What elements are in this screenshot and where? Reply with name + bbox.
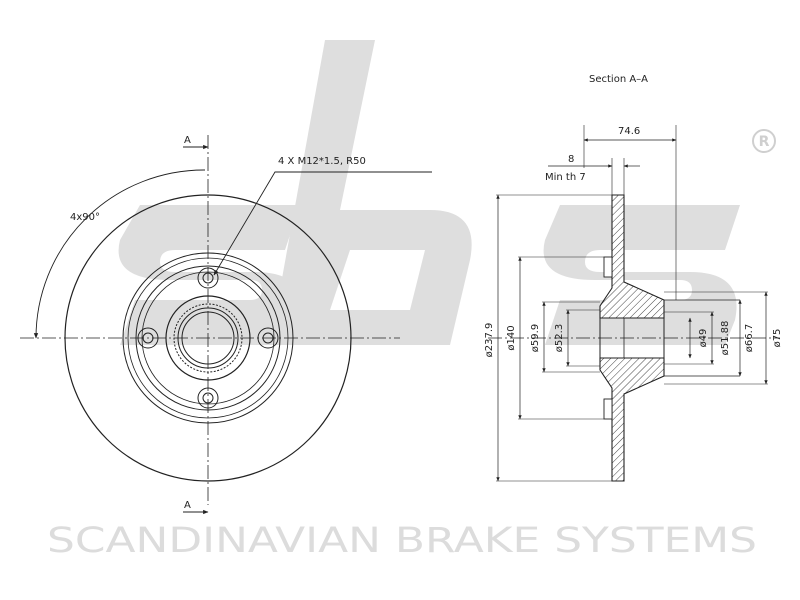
friction-ring-inner-edge [122,252,294,424]
hub-outer [165,295,251,381]
disc-outer-edge [64,194,352,482]
abs-tone-ring [173,303,243,373]
front-view [20,135,432,515]
registered-mark-text: R [759,134,770,150]
centre-bore [181,311,235,365]
dim-disc-thickness: 8 [568,154,574,165]
dim-d51-88: ø51.88 [720,321,731,356]
bolt-pattern-label: 4x90° [70,212,100,223]
dim-min-thickness: Min th 7 [545,172,586,183]
brand-tagline: SCANDINAVIAN BRAKE SYSTEMS [47,521,757,561]
section-view [488,125,780,482]
bolt-holes [137,267,279,409]
dim-d66-7: ø66.7 [744,324,755,352]
thread-note: 4 X M12*1.5, R50 [278,156,366,167]
bolt-pattern-arc [33,169,206,339]
dim-overall-height: 74.6 [618,126,640,137]
thread-note-leader [213,171,432,276]
section-title: Section A–A [589,74,648,85]
dim-d140: ø140 [506,325,517,350]
registered-trademark: R [752,129,776,153]
section-marker-bottom: A [184,500,191,511]
section-marker-top: A [184,135,191,146]
dim-d75: ø75 [772,329,783,348]
dim-d52-3: ø52.3 [554,324,565,352]
dim-d59-9: ø59.9 [530,324,541,352]
section-profile-lower [599,357,665,482]
dim-outer-diameter: ø237.9 [484,323,495,358]
dim-d49: ø49 [698,329,709,348]
